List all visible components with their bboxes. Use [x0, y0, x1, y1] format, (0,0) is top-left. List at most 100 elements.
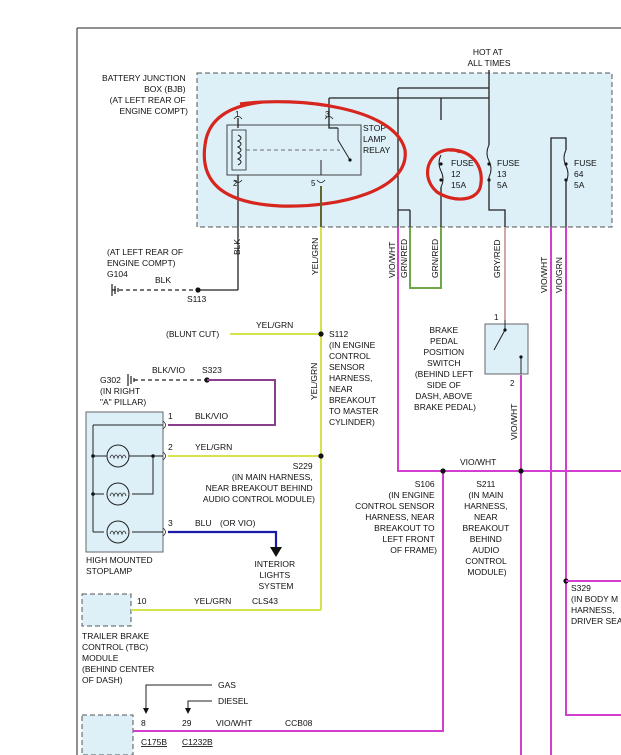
fuse12-top-pin [439, 162, 443, 166]
wire-label-yelgrn-vert2: YEL/GRN [309, 363, 319, 400]
bulb-icon-2 [106, 482, 130, 506]
fuse12-bottom-pin [439, 178, 443, 182]
brake-switch-node [503, 328, 507, 332]
fuse64-icon [563, 149, 569, 183]
fuse64-top-pin [564, 162, 568, 166]
fuse13-top-pin [487, 162, 491, 166]
tbc-label: TRAILER BRAKE CONTROL (TBC) MODULE (BEHI… [82, 631, 157, 685]
fuse12-icon [438, 154, 444, 188]
brake-switch-pin1: 1 [494, 313, 499, 322]
bottom-pin8: 8 [141, 718, 146, 728]
viowht-bottom-wire [133, 471, 444, 732]
gas-label: GAS [218, 680, 236, 690]
bjb-label: BATTERY JUNCTION BOX (BJB) (AT LEFT REAR… [102, 73, 188, 116]
wire-label-yelgrn-vert1: YEL/GRN [310, 238, 320, 275]
stoplamp-pin3: 3 [168, 518, 173, 528]
gas-pointer [145, 684, 212, 712]
wire-label-blu: BLU [195, 518, 212, 528]
s211-splice [518, 468, 524, 474]
brake-pedal-position-switch [484, 323, 529, 375]
wire-label-viowht-vert2: VIO/WHT [539, 257, 549, 293]
grnred-loop [409, 227, 442, 289]
grnred-bjb-segments [398, 205, 442, 227]
bottom-pin29: 29 [182, 718, 192, 728]
blkvio-wire [168, 379, 276, 426]
fuse13-label: FUSE 13 5A [497, 158, 522, 190]
diesel-arrow-icon [185, 708, 191, 714]
s229-label: S229 (IN MAIN HARNESS, NEAR BREAKOUT BEH… [203, 461, 315, 504]
wire-label-viowht-horiz: VIO/WHT [460, 457, 496, 467]
s113-splice [195, 287, 201, 293]
relay-switch-contact [348, 158, 352, 162]
bulb-icon-3 [106, 520, 130, 544]
viowht-vertical-1 [397, 227, 621, 472]
wire-label-viowht-vert1: VIO/WHT [387, 242, 397, 278]
blunt-cut-label: (BLUNT CUT) [166, 329, 219, 339]
wire-label-grnred-vert1: GRN/RED [399, 239, 409, 278]
diesel-pointer [187, 700, 212, 712]
stoplamp-name: HIGH MOUNTED STOPLAMP [86, 555, 155, 576]
fuse64-label: FUSE 64 5A [574, 158, 599, 190]
s106-label: S106 (IN ENGINE CONTROL SENSOR HARNESS, … [355, 479, 437, 555]
s106-splice [440, 468, 446, 474]
fuse13-icon [486, 144, 492, 178]
relay-connector-marks [233, 116, 334, 183]
red-ring-fuse12 [426, 148, 483, 201]
relay-switch-icon [320, 128, 351, 175]
fuse13-out [488, 177, 506, 227]
g302-label: G302 (IN RIGHT "A" PILLAR) [100, 375, 146, 407]
wire-label-yelgrn-blunt: YEL/GRN [256, 320, 293, 330]
fuse64-feed [550, 137, 567, 227]
tbc-circuit: CLS43 [252, 596, 278, 606]
s211-label: S211 (IN MAIN HARNESS, NEAR BREAKOUT BEH… [463, 479, 512, 577]
brake-switch-label: BRAKE PEDAL POSITION SWITCH (BEHIND LEFT… [414, 325, 476, 412]
wire-label-viogrn-vert: VIO/GRN [554, 257, 564, 293]
wire-label-yelgrn-tbc: YEL/GRN [194, 596, 231, 606]
brake-switch-pin2: 2 [510, 379, 515, 388]
s112-splice [318, 331, 324, 337]
viogrn-vertical [565, 227, 621, 716]
connector-c175b: C175B [141, 737, 167, 747]
stoplamp-connector-marks [162, 420, 166, 537]
blu-wire [168, 530, 278, 548]
trailer-brake-control-module [81, 593, 132, 627]
wire-label-grnred-vert2: GRN/RED [430, 239, 440, 278]
stoplamp-node-b [91, 492, 95, 496]
relay-pin3-wire [328, 115, 338, 129]
fuse12-label: FUSE 12 15A [451, 158, 476, 190]
gas-arrow-icon [143, 708, 149, 714]
wire-label-blk-vert: BLK [232, 239, 242, 255]
relay-pin5: 5 [311, 179, 316, 188]
wire-label-blkvio-top: BLK/VIO [152, 365, 185, 375]
wire-label-viowht-switch: VIO/WHT [509, 404, 519, 440]
s112-label: S112 (IN ENGINE CONTROL SENSOR HARNESS, … [329, 329, 381, 427]
s323-label: S323 [202, 365, 222, 375]
bottom-circuit: CCB08 [285, 718, 313, 728]
bottom-control-module [81, 714, 134, 755]
wire-label-or-vio: (OR VIO) [220, 518, 256, 528]
tbc-pin: 10 [137, 596, 147, 606]
relay-label: STOP LAMP RELAY [363, 123, 391, 155]
relay-pin1: 1 [235, 110, 240, 119]
wire-label-yelgrn-pin2: YEL/GRN [195, 442, 232, 452]
wire-label-blk-horiz: BLK [155, 275, 171, 285]
bulb-filament-2 [109, 492, 127, 498]
interior-arrow-icon [270, 547, 282, 557]
wire-label-viowht-bottom: VIO/WHT [216, 718, 252, 728]
diesel-label: DIESEL [218, 696, 249, 706]
stoplamp-node-c [151, 454, 155, 458]
wire-label-gryred-vert: GRY/RED [492, 239, 502, 278]
bulb-filament-3 [109, 530, 127, 536]
relay-coil-box [231, 129, 247, 171]
bulb-filament-1 [109, 454, 127, 460]
interior-lights-label: INTERIOR LIGHTS SYSTEM [255, 559, 298, 591]
g104-label: (AT LEFT REAR OF ENGINE COMPT) G104 [107, 247, 185, 279]
s229-splice [318, 453, 324, 459]
ground-g302-icon [127, 374, 135, 386]
s329-label: S329 (IN BODY M HARNESS, DRIVER SEA [571, 583, 621, 626]
s113-label: S113 [187, 294, 206, 304]
stoplamp-pin1: 1 [168, 411, 173, 421]
connector-c1232b: C1232B [182, 737, 213, 747]
relay-pin2: 2 [233, 179, 238, 188]
